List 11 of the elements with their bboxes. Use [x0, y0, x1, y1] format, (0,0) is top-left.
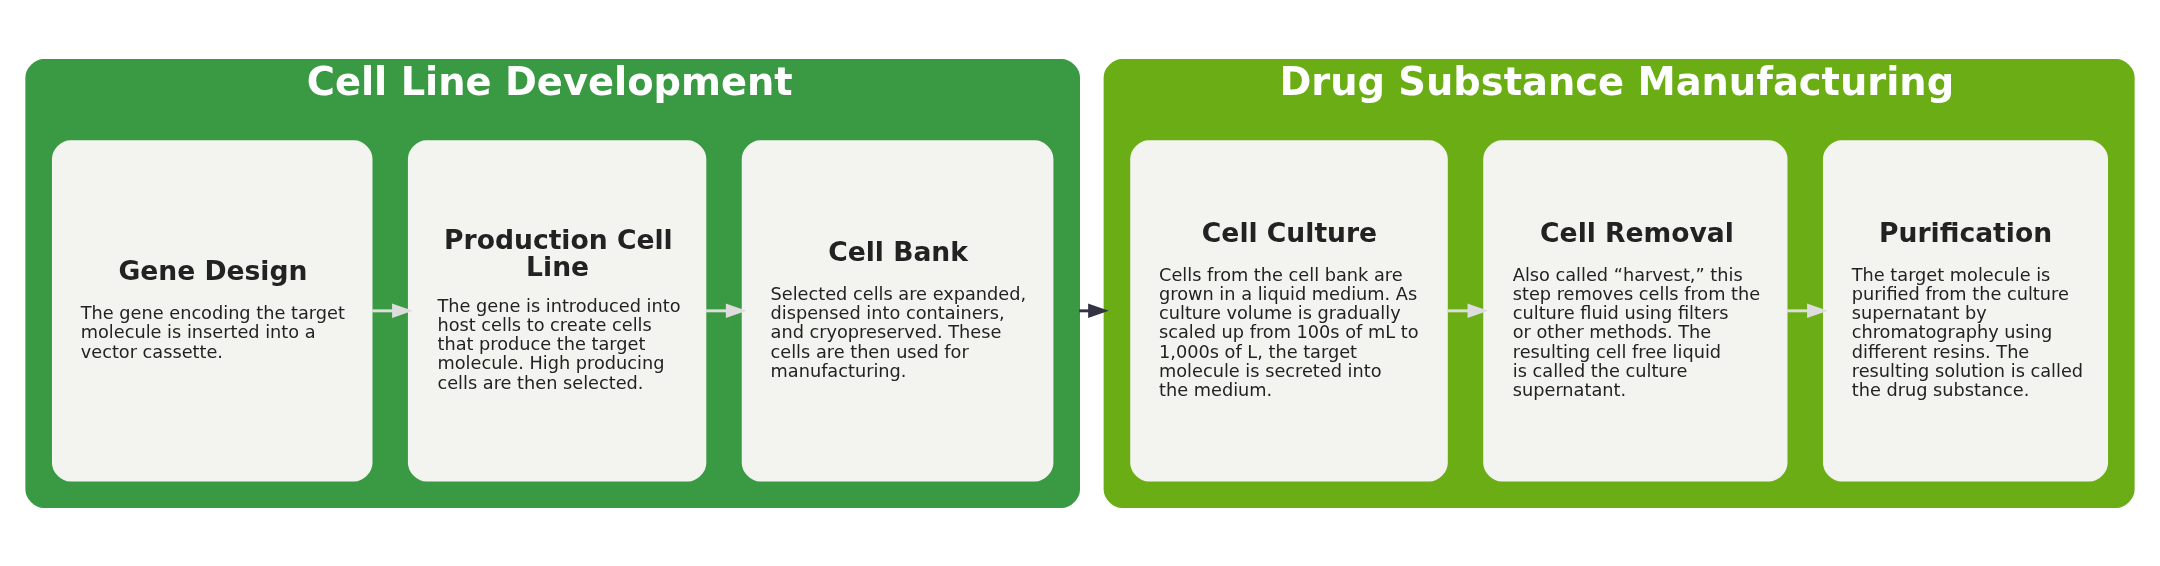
arrow — [1079, 303, 1109, 318]
node-box: Purification The target molecule is purified from the culture supernatant by chromatography using different resins. The resulting solution is called the drug substance. — [1822, 139, 2109, 481]
node-box: Cell Culture Cells from the cell bank are grown in a liquid medium. As culture volume is gradually scaled up from 100s of mL to 1,000s of L, the target molecule is secreted into the medium. — [1130, 139, 1448, 481]
arrow — [1447, 303, 1489, 318]
node-box: Production Cell Line The gene is introduced into host cells to create cells that produce the target molecule. High producing cells are then selected. — [407, 139, 707, 481]
arrow — [705, 303, 747, 318]
node-box: Cell Removal Also called “harvest,” this step removes cells from the culture fluid using filters or other methods. The resulting cell free liquid is called the culture supernatant. — [1483, 139, 1788, 481]
arrow — [372, 303, 413, 318]
node-box: Gene Design The gene encoding the target molecule is inserted into a vector cassette. — [51, 139, 373, 481]
node-box: Cell Bank Selected cells are expanded, dispensed into containers, and cryopreserved. These cells are then used for manufacturing. — [741, 139, 1054, 481]
arrow — [1787, 303, 1828, 318]
